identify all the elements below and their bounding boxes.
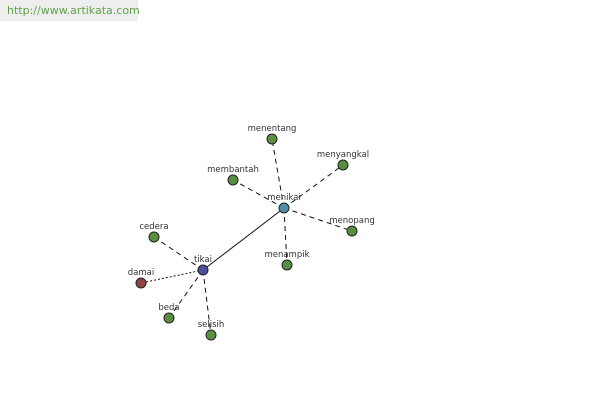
node-label-menikai: menikai [267,193,301,203]
node-circle-selisih[interactable] [205,329,217,341]
edge-tikai-beda [168,269,204,319]
node-menentang[interactable]: menentang [248,124,297,145]
node-circle-menopang[interactable] [346,225,358,237]
node-label-tikai: tikai [194,255,212,265]
node-label-menopang: menopang [329,216,374,226]
edge-tikai-damai [140,269,204,284]
node-circle-menentang[interactable] [266,133,278,145]
edge-tikai-selisih [202,269,212,336]
node-label-menentang: menentang [248,124,297,134]
node-menikai[interactable]: menikai [267,193,301,214]
node-damai[interactable]: damai [128,268,154,289]
node-circle-menyangkal[interactable] [337,159,349,171]
node-label-cedera: cedera [139,222,168,232]
edge-menikai-menentang [271,138,285,209]
node-membantah[interactable]: membantah [207,165,259,186]
node-label-menampik: menampik [264,250,309,260]
edges-layer [140,138,353,336]
node-label-selisih: selisih [198,320,225,330]
node-label-menyangkal: menyangkal [317,150,369,160]
edge-tikai-menikai [202,207,285,271]
node-label-damai: damai [128,268,154,278]
node-circle-damai[interactable] [135,277,147,289]
node-circle-membantah[interactable] [227,174,239,186]
node-circle-beda[interactable] [163,312,175,324]
node-label-membantah: membantah [207,165,259,175]
edge-menikai-membantah [232,179,285,209]
node-menampik[interactable]: menampik [264,250,310,271]
nodes-layer: tikai menikai menentang menyangkal membantah… [128,124,375,341]
node-circle-tikai[interactable] [197,264,209,276]
node-tikai[interactable]: tikai [194,255,212,276]
node-circle-menampik[interactable] [281,259,293,271]
edge-tikai-cedera [153,236,204,271]
node-menopang[interactable]: menopang [329,216,375,237]
node-menyangkal[interactable]: menyangkal [317,150,369,171]
edge-menikai-menyangkal [283,164,344,209]
node-label-beda: beda [158,303,179,313]
site-url-label[interactable]: http://www.artikata.com [0,0,140,21]
node-selisih[interactable]: selisih [198,320,225,341]
node-circle-cedera[interactable] [148,231,160,243]
node-beda[interactable]: beda [158,303,180,324]
edge-menikai-menampik [283,207,288,266]
node-circle-menikai[interactable] [278,202,290,214]
node-cedera[interactable]: cedera [139,222,169,243]
edge-menikai-menopang [283,207,353,232]
